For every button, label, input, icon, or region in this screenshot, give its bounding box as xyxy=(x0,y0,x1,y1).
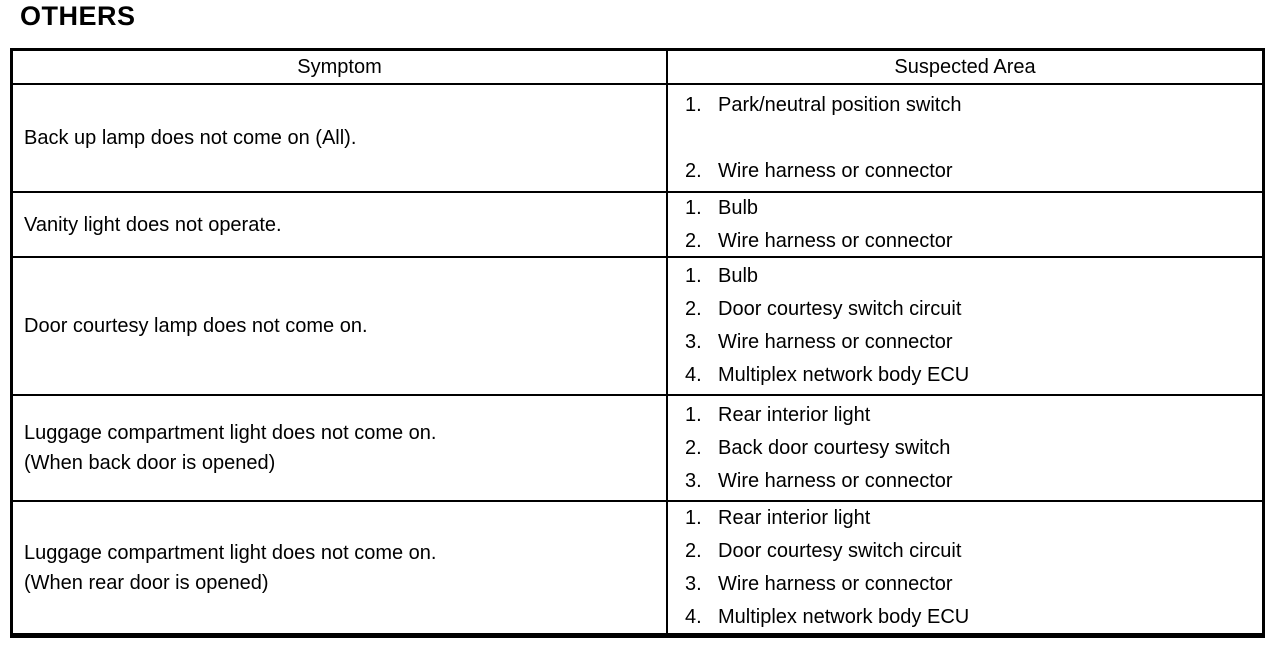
suspected-area-item: 3. Wire harness or connector xyxy=(685,465,1256,498)
suspected-area-cell: 1. Bulb 2. Door courtesy switch circuit … xyxy=(668,258,1262,394)
suspected-area-item: 1. Park/neutral position switch xyxy=(685,89,1256,122)
item-number: 4. xyxy=(685,364,702,386)
table-row: Luggage compartment light does not come … xyxy=(13,500,1262,633)
suspected-area-item: 2. Door courtesy switch circuit xyxy=(685,293,1256,326)
symptom-text: Back up lamp does not come on (All). xyxy=(24,127,357,149)
item-number: 1. xyxy=(685,265,702,287)
table-row: Vanity light does not operate. 1. Bulb 2… xyxy=(13,191,1262,256)
item-label: Wire harness or connector xyxy=(718,469,953,492)
item-label: Door courtesy switch circuit xyxy=(718,539,962,562)
symptom-column-header: Symptom xyxy=(13,51,668,83)
suspected-area-item: 2. Door courtesy switch circuit xyxy=(685,535,1256,568)
item-number: 2. xyxy=(685,298,702,320)
item-number: 2. xyxy=(685,159,702,182)
item-label: Wire harness or connector xyxy=(718,572,953,595)
item-label: Wire harness or connector xyxy=(718,229,953,252)
suspected-area-item: 4. Multiplex network body ECU xyxy=(685,359,1256,392)
item-number: 1. xyxy=(685,403,702,426)
symptom-text-condition: (When rear door is opened) xyxy=(24,571,269,594)
suspected-area-item: 1. Rear interior light xyxy=(685,502,1256,535)
item-number: 3. xyxy=(685,572,702,595)
item-number: 1. xyxy=(685,506,702,529)
item-label: Wire harness or connector xyxy=(718,159,953,182)
symptom-text: Luggage compartment light does not come … xyxy=(24,541,437,564)
item-label: Rear interior light xyxy=(718,403,871,426)
item-number: 2. xyxy=(685,436,702,459)
item-label: Park/neutral position switch xyxy=(718,93,962,116)
suspected-area-item: 4. Multiplex network body ECU xyxy=(685,601,1256,634)
symptom-cell: Door courtesy lamp does not come on. xyxy=(13,258,668,394)
suspected-area-item: 1. Bulb xyxy=(685,260,1256,293)
suspected-area-cell: 1. Rear interior light 2. Back door cour… xyxy=(668,396,1262,500)
item-label: Multiplex network body ECU xyxy=(718,605,970,628)
item-number: 3. xyxy=(685,469,702,492)
item-number: 2. xyxy=(685,539,702,562)
item-label: Multiplex network body ECU xyxy=(718,364,970,386)
suspected-area-cell: 1. Bulb 2. Wire harness or connector xyxy=(668,193,1262,256)
item-number: 2. xyxy=(685,229,702,252)
item-number: 4. xyxy=(685,605,702,628)
item-label: Back door courtesy switch xyxy=(718,436,951,459)
suspected-area-column-header: Suspected Area xyxy=(894,55,1036,78)
item-label: Bulb xyxy=(718,196,759,219)
symptom-cell: Luggage compartment light does not come … xyxy=(13,502,668,633)
symptom-text-condition: (When back door is opened) xyxy=(24,452,276,474)
suspected-area-item: 2. Wire harness or connector xyxy=(685,155,1256,188)
symptom-cell: Vanity light does not operate. xyxy=(13,193,668,256)
table-header-row: Symptom Suspected Area xyxy=(13,51,1262,83)
item-number: 1. xyxy=(685,196,702,219)
suspected-area-cell: 1. Rear interior light 2. Door courtesy … xyxy=(668,502,1262,633)
suspected-area-cell: 1. Park/neutral position switch 2. Wire … xyxy=(668,85,1262,191)
suspected-area-item: 2. Wire harness or connector xyxy=(685,225,1256,258)
suspected-area-item: 1. Rear interior light xyxy=(685,399,1256,432)
symptom-cell: Luggage compartment light does not come … xyxy=(13,396,668,500)
page-title: OTHERS xyxy=(20,1,136,31)
suspected-area-item: 1. Bulb xyxy=(685,192,1256,225)
symptom-text: Luggage compartment light does not come … xyxy=(24,422,437,444)
table-row: Back up lamp does not come on (All). 1. … xyxy=(13,83,1262,191)
item-number: 1. xyxy=(685,93,702,116)
symptom-text: Door courtesy lamp does not come on. xyxy=(24,315,368,337)
table-row: Door courtesy lamp does not come on. 1. … xyxy=(13,256,1262,394)
item-number: 3. xyxy=(685,331,702,353)
symptom-cell: Back up lamp does not come on (All). xyxy=(13,85,668,191)
item-label: Rear interior light xyxy=(718,506,871,529)
item-label: Wire harness or connector xyxy=(718,331,953,353)
item-label: Door courtesy switch circuit xyxy=(718,298,962,320)
symptom-text: Vanity light does not operate. xyxy=(24,213,282,236)
suspected-area-item: 3. Wire harness or connector xyxy=(685,326,1256,359)
troubleshooting-table: Symptom Suspected Area Back up lamp does… xyxy=(10,48,1265,638)
table-row: Luggage compartment light does not come … xyxy=(13,394,1262,500)
suspected-area-item: 2. Back door courtesy switch xyxy=(685,432,1256,465)
suspected-area-item: 3. Wire harness or connector xyxy=(685,568,1256,601)
item-label: Bulb xyxy=(718,265,759,287)
